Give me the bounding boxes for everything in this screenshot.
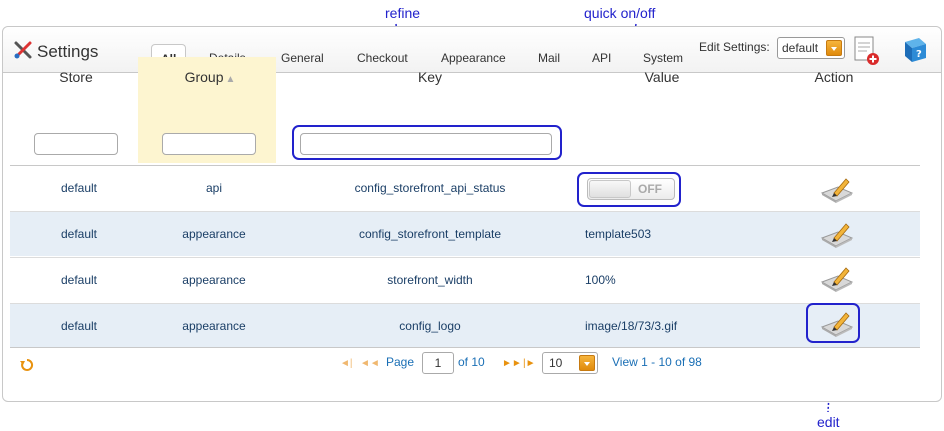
toggle-knob: [589, 180, 631, 198]
group-cell: api: [205, 181, 222, 195]
value-cell: 100%: [585, 273, 616, 287]
store-cell: default: [60, 227, 98, 241]
edit-settings-label: Edit Settings:: [699, 40, 770, 54]
store-filter-input[interactable]: [34, 133, 118, 155]
key-cell: config_storefront_api_status: [354, 181, 506, 195]
refresh-icon[interactable]: [20, 358, 34, 372]
chevron-down-icon: [579, 355, 595, 371]
value-cell: template503: [585, 227, 652, 241]
edit-icon[interactable]: [820, 264, 854, 294]
group-filter-input[interactable]: [162, 133, 256, 155]
column-header-group[interactable]: Group▲: [160, 69, 260, 85]
table-row: default appearance config_storefront_tem…: [10, 211, 920, 256]
tab-system[interactable]: System: [643, 51, 684, 65]
page-title-text: Settings: [37, 42, 99, 61]
edit-icon[interactable]: [820, 309, 854, 339]
edit-highlight: [806, 303, 860, 343]
annotation-quick-toggle: quick on/off: [584, 5, 656, 21]
refine-highlight: [292, 125, 562, 160]
rows-per-page-select[interactable]: 10: [542, 352, 598, 374]
key-cell: config_logo: [399, 319, 461, 333]
annotation-refine: refine: [385, 5, 421, 21]
page-number-input[interactable]: 1: [422, 352, 454, 374]
table-row: default api config_storefront_api_status: [10, 165, 920, 210]
page-label: Page: [386, 355, 415, 369]
column-header-key[interactable]: Key: [417, 69, 443, 85]
tools-icon: [14, 41, 32, 59]
tab-general[interactable]: General: [281, 51, 324, 65]
group-cell: appearance: [182, 319, 246, 333]
store-cell: default: [60, 181, 98, 195]
toggle-highlight: [577, 172, 681, 207]
tab-api[interactable]: API: [592, 51, 612, 65]
edit-icon[interactable]: [820, 175, 854, 205]
column-header-action: Action: [814, 69, 854, 85]
value-cell: image/18/73/3.gif: [585, 319, 678, 333]
tab-appearance[interactable]: Appearance: [441, 51, 506, 65]
column-header-group-label: Group: [184, 69, 224, 85]
api-status-toggle[interactable]: OFF: [587, 178, 675, 200]
toggle-state-label: OFF: [638, 182, 662, 196]
store-cell: default: [60, 319, 98, 333]
sort-asc-icon: ▲: [225, 74, 236, 85]
first-page-icon[interactable]: ◄|: [340, 358, 353, 369]
tab-mail[interactable]: Mail: [538, 51, 561, 65]
tab-checkout[interactable]: Checkout: [357, 51, 408, 65]
next-page-icon[interactable]: ►►: [502, 358, 522, 369]
edit-settings-select[interactable]: default: [777, 37, 845, 59]
key-cell: storefront_width: [387, 273, 473, 287]
page-title: Settings: [13, 40, 98, 62]
group-cell: appearance: [182, 273, 246, 287]
page-count-label: of 10: [458, 355, 485, 369]
add-document-icon[interactable]: [853, 36, 881, 66]
store-cell: default: [60, 273, 98, 287]
group-cell: appearance: [182, 227, 246, 241]
rows-per-page-value: 10: [549, 356, 563, 370]
table-row: default appearance storefront_width 100%: [10, 257, 920, 302]
svg-text:?: ?: [916, 49, 922, 60]
help-book-icon[interactable]: ?: [901, 36, 929, 64]
edit-settings-value: default: [782, 41, 819, 55]
key-cell: config_storefront_template: [358, 227, 502, 241]
annotation-edit: edit: [817, 414, 840, 430]
prev-page-icon[interactable]: ◄◄: [360, 358, 380, 369]
view-range-info: View 1 - 10 of 98: [612, 355, 702, 369]
last-page-icon[interactable]: |►: [523, 358, 536, 369]
page-number-value: 1: [434, 356, 442, 370]
chevron-down-icon: [826, 40, 842, 56]
key-filter-input[interactable]: [300, 133, 552, 155]
column-header-store[interactable]: Store: [59, 69, 93, 85]
column-header-value[interactable]: Value: [644, 69, 680, 85]
table-row: default appearance config_logo image/18/…: [10, 303, 920, 348]
edit-icon[interactable]: [820, 220, 854, 250]
